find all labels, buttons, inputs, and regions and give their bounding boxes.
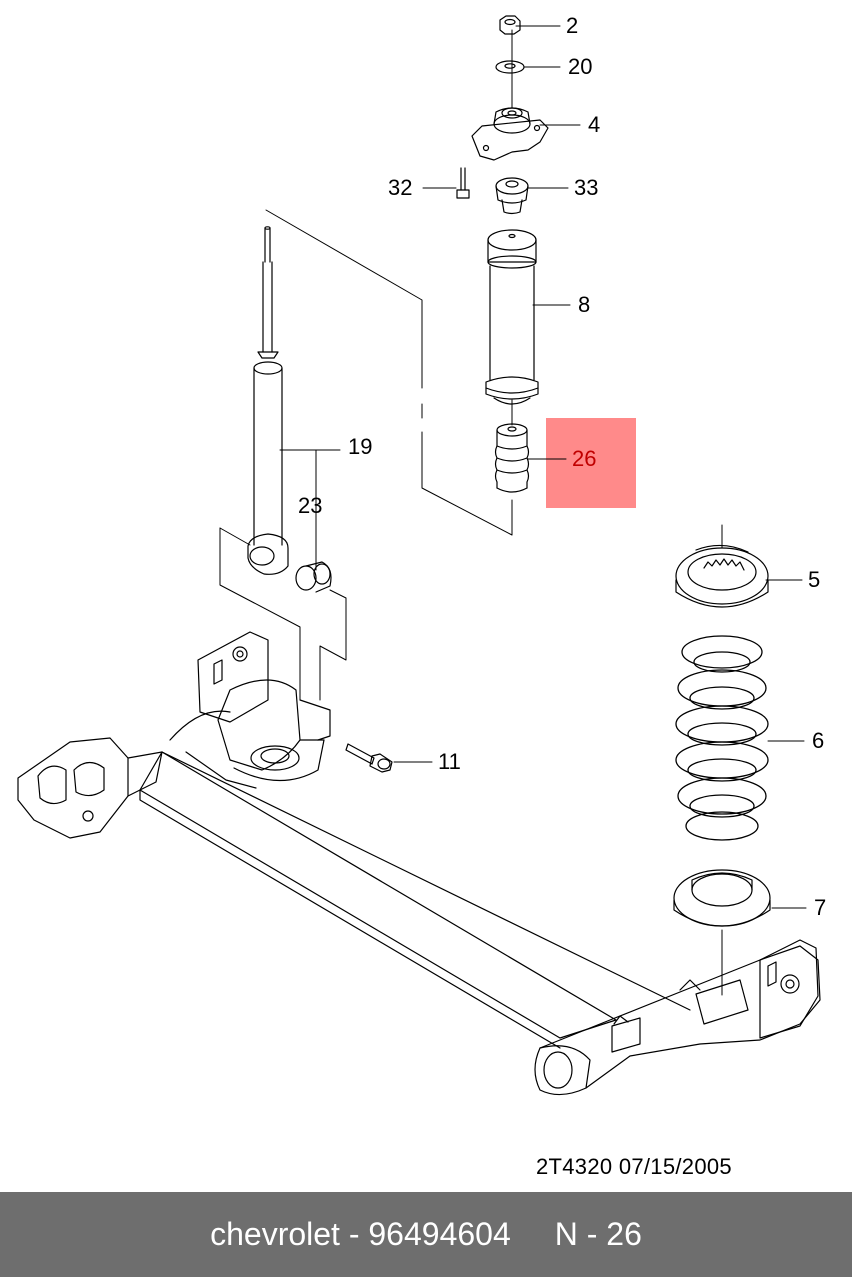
part-5-upper-seat <box>675 544 769 608</box>
part-26-bump-stop <box>494 423 530 493</box>
part-4-strut-mount <box>471 107 549 161</box>
callout-33: 33 <box>574 175 599 200</box>
callout-19: 19 <box>348 434 373 459</box>
callout-7: 7 <box>814 895 827 920</box>
footer-brand-part: chevrolet - 96494604 <box>210 1216 511 1252</box>
part-11-bolt <box>345 743 393 773</box>
drawing-id-date: 2T4320 07/15/2005 <box>536 1154 732 1179</box>
suspension-exploded-diagram <box>17 15 821 1096</box>
callout-20: 20 <box>568 54 593 79</box>
callout-23: 23 <box>298 493 323 518</box>
callout-32: 32 <box>388 175 413 200</box>
part-32-bolt <box>456 167 470 199</box>
callout-4: 4 <box>588 112 601 137</box>
part-23-bushing <box>295 561 332 593</box>
part-6-coil-spring <box>675 635 769 841</box>
part-19-shock-absorber <box>247 226 289 575</box>
part-7-lower-seat <box>673 869 771 927</box>
footer-ref: N - 26 <box>554 1216 642 1252</box>
callout-26: 26 <box>572 446 597 471</box>
callout-11: 11 <box>438 749 461 774</box>
callout-6: 6 <box>812 728 825 753</box>
rear-axle-beam <box>17 631 821 1096</box>
callout-5: 5 <box>808 567 821 592</box>
part-2-nut <box>499 15 521 35</box>
part-20-washer <box>495 60 525 74</box>
leader-lines <box>219 25 807 996</box>
part-26-highlight <box>546 418 636 508</box>
part-33-cap <box>495 177 529 215</box>
part-8-dust-boot <box>485 229 539 405</box>
callout-8: 8 <box>578 292 591 317</box>
callout-2: 2 <box>566 13 579 38</box>
footer-bar: chevrolet - 96494604 N - 26 <box>0 1192 852 1277</box>
